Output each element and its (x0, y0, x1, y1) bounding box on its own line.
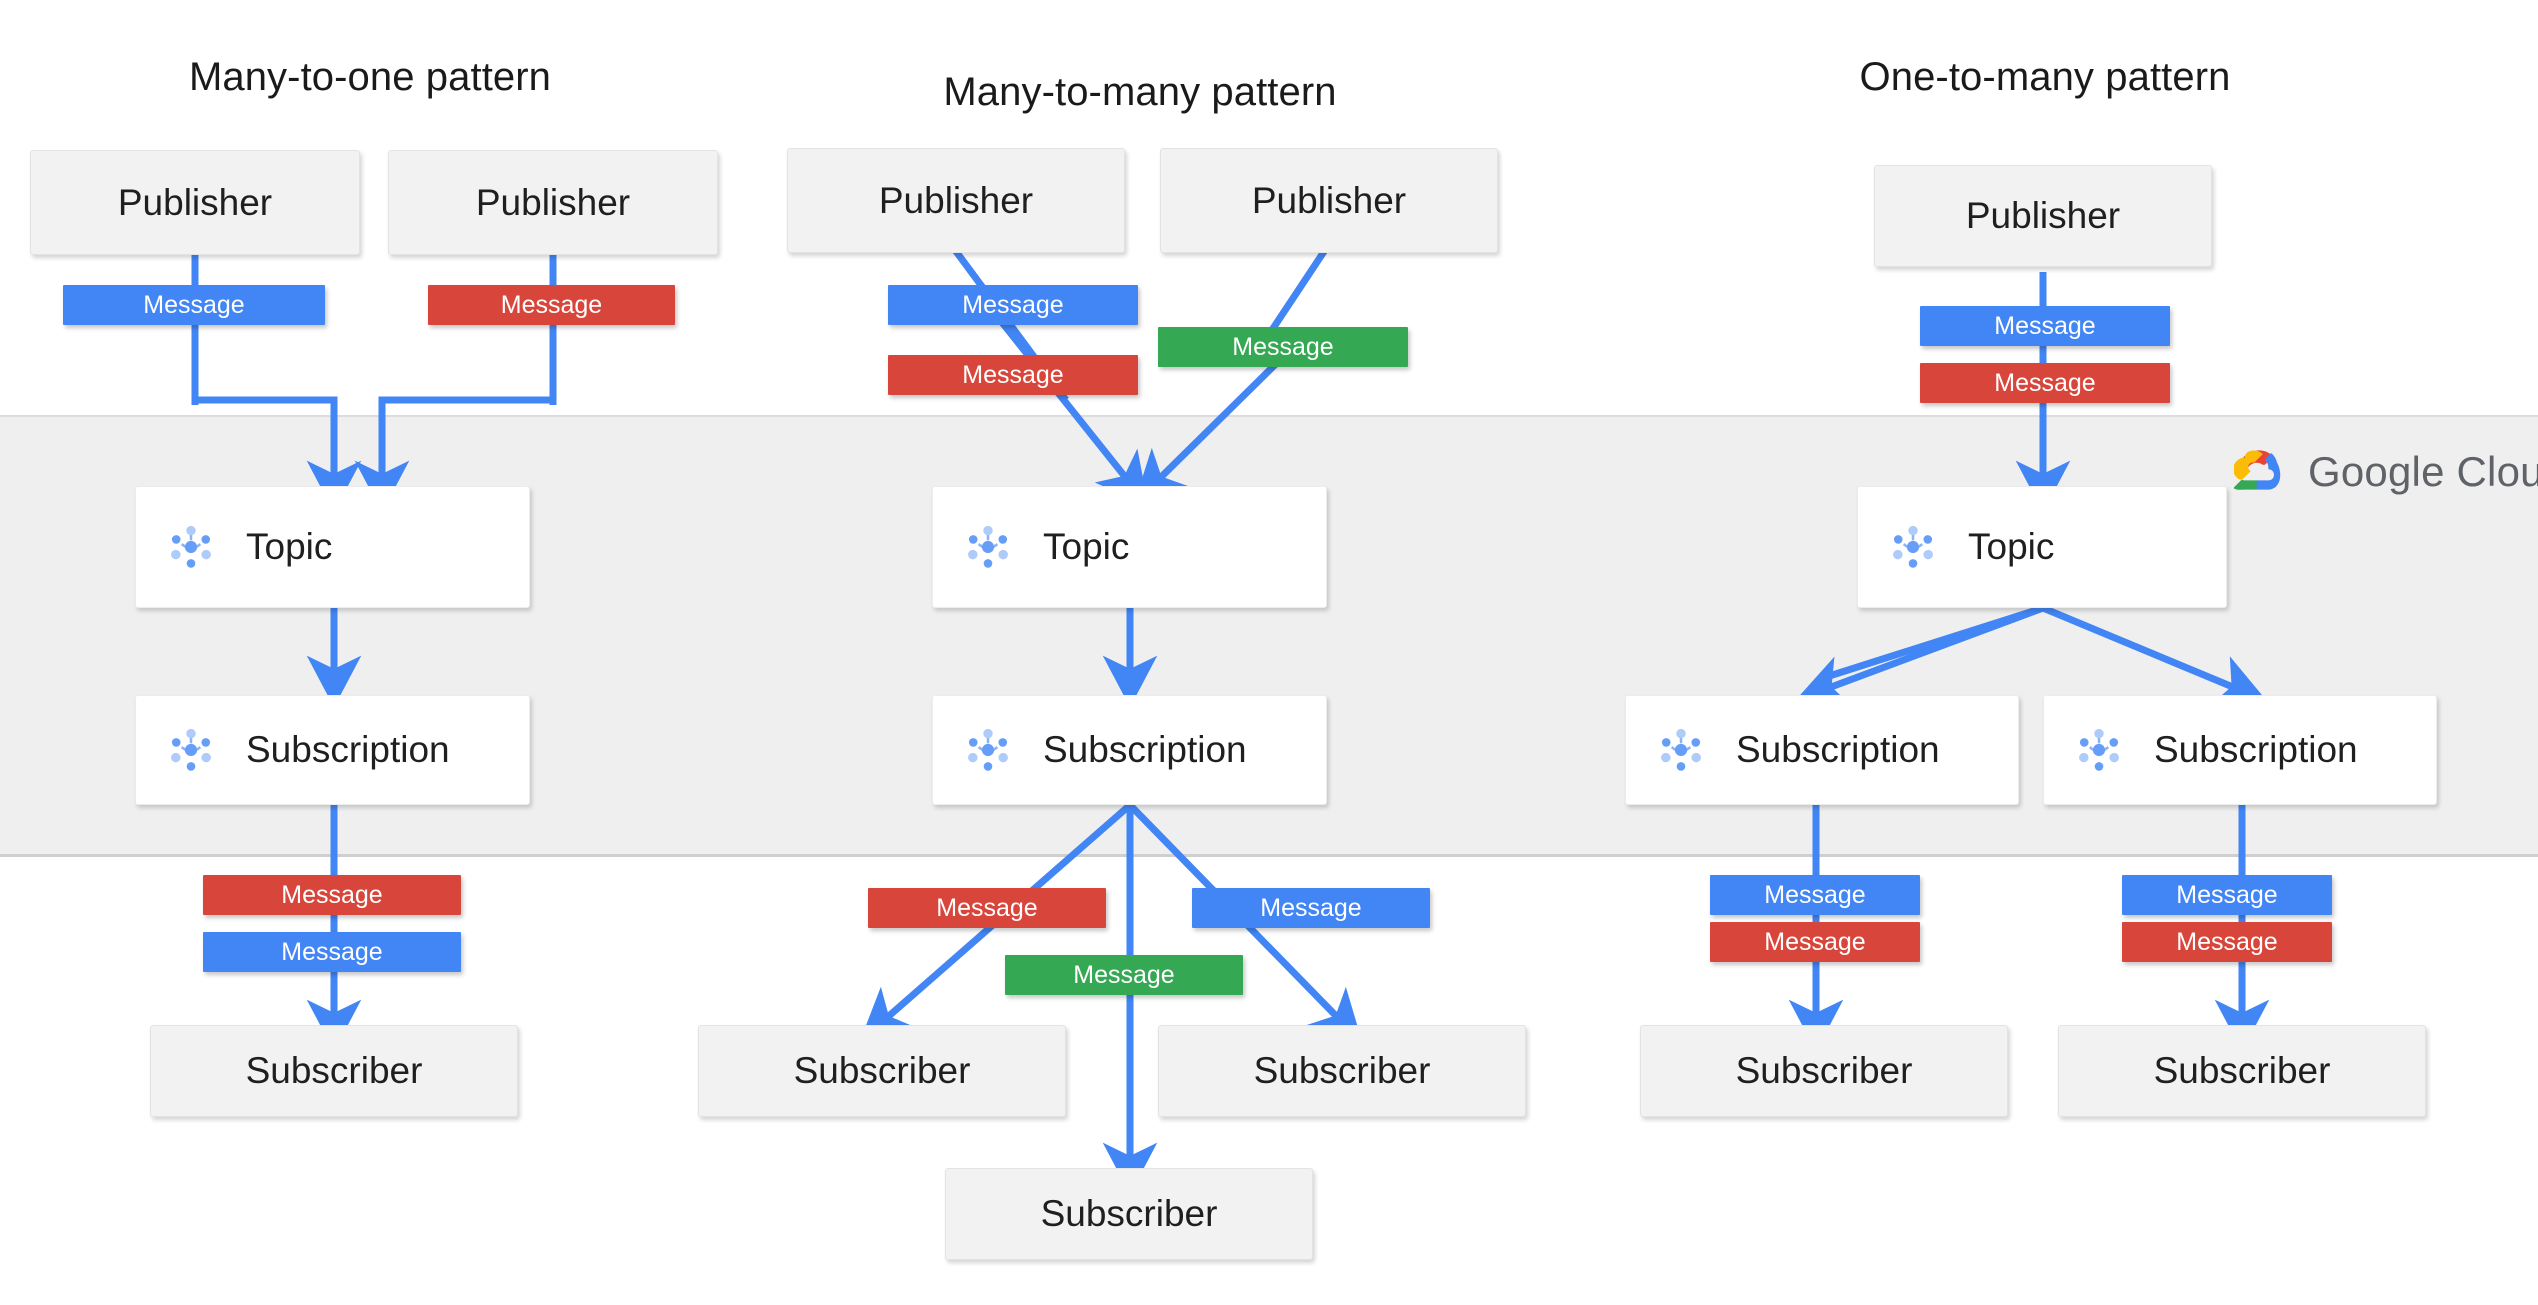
message-label: Message (1764, 927, 1866, 956)
subscriber-node[interactable]: Subscriber (945, 1168, 1313, 1260)
pubsub-topic-icon (1893, 525, 1933, 568)
message-label: Message (962, 290, 1064, 319)
subscriber-label: Subscriber (1735, 1050, 1913, 1091)
topic-node[interactable]: Topic (135, 486, 530, 608)
brand-google: Google (2308, 448, 2445, 495)
subscriber-label: Subscriber (793, 1050, 971, 1091)
message-label: Message (500, 290, 603, 319)
pattern-title-many-to-one: Many-to-one pattern (188, 55, 552, 99)
message-badge: Message (1710, 922, 1920, 962)
subscriber-label: Subscriber (245, 1050, 423, 1091)
pubsub-subscription-icon (2079, 728, 2119, 771)
message-badge: Message (888, 285, 1138, 325)
subscriber-node[interactable]: Subscriber (2058, 1025, 2426, 1117)
google-cloud-wordmark: Google Cloud (2308, 448, 2538, 496)
pubsub-subscription-icon (171, 728, 211, 771)
message-badge: Message (2122, 922, 2332, 962)
message-label: Message (1994, 368, 2096, 397)
publisher-label: Publisher (1251, 179, 1407, 221)
message-badge: Message (1920, 363, 2170, 403)
pubsub-topic-icon (171, 525, 211, 568)
message-label: Message (281, 937, 383, 966)
publisher-node[interactable]: Publisher (787, 148, 1125, 253)
publisher-node[interactable]: Publisher (1874, 165, 2212, 267)
message-label: Message (143, 290, 245, 319)
message-label: Message (1994, 311, 2096, 340)
google-cloud-logo-icon (2234, 450, 2281, 490)
edge-pub4-msg (1269, 248, 1328, 332)
subscription-node[interactable]: Subscription (1625, 695, 2019, 805)
message-badge: Message (2122, 875, 2332, 915)
subscription-node[interactable]: Subscription (932, 695, 1327, 805)
message-badge: Message (888, 355, 1138, 395)
pubsub-subscription-icon (1661, 728, 1701, 771)
subscription-label: Subscription (1736, 729, 1940, 770)
subscriber-node[interactable]: Subscriber (1640, 1025, 2008, 1117)
pubsub-topic-icon (968, 525, 1008, 568)
subscriber-node[interactable]: Subscriber (150, 1025, 518, 1117)
subscription-label: Subscription (1043, 729, 1247, 770)
message-label: Message (1073, 960, 1175, 989)
topic-label: Topic (246, 526, 333, 567)
message-label: Message (1764, 880, 1866, 909)
subscriber-label: Subscriber (1253, 1050, 1431, 1091)
message-badge: Message (63, 285, 325, 325)
message-badge: Message (1710, 875, 1920, 915)
message-badge: Message (1192, 888, 1430, 928)
subscriber-node[interactable]: Subscriber (1158, 1025, 1526, 1117)
topic-node[interactable]: Topic (1857, 486, 2227, 608)
message-label: Message (1260, 893, 1362, 922)
message-badge: Message (1920, 306, 2170, 346)
subscriber-label: Subscriber (2153, 1050, 2331, 1091)
subscription-node[interactable]: Subscription (2043, 695, 2437, 805)
message-badge: Message (428, 285, 675, 325)
message-label: Message (281, 880, 383, 909)
pubsub-subscription-icon (968, 728, 1008, 771)
pattern-title-one-to-many: One-to-many pattern (1859, 55, 2231, 99)
message-label: Message (1232, 332, 1334, 361)
subscriber-node[interactable]: Subscriber (698, 1025, 1066, 1117)
message-badge: Message (1005, 955, 1243, 995)
message-badge: Message (203, 932, 461, 972)
brand-cloud: Cloud (2456, 448, 2538, 495)
google-cloud-branding: Google Cloud (2234, 448, 2538, 496)
topic-label: Topic (1043, 526, 1130, 567)
subscription-label: Subscription (246, 729, 450, 770)
message-badge: Message (1158, 327, 1408, 367)
publisher-node[interactable]: Publisher (30, 150, 360, 255)
subscription-label: Subscription (2154, 729, 2358, 770)
publisher-label: Publisher (117, 181, 273, 223)
message-label: Message (2176, 880, 2278, 909)
topic-label: Topic (1968, 526, 2055, 567)
topic-node[interactable]: Topic (932, 486, 1327, 608)
message-label: Message (2176, 927, 2278, 956)
message-label: Message (962, 360, 1064, 389)
publisher-node[interactable]: Publisher (1160, 148, 1498, 253)
message-label: Message (936, 893, 1038, 922)
publisher-label: Publisher (878, 179, 1034, 221)
pattern-title-many-to-many: Many-to-many pattern (943, 70, 1337, 114)
publisher-label: Publisher (1965, 195, 2121, 236)
message-badge: Message (203, 875, 461, 915)
message-badge: Message (868, 888, 1106, 928)
publisher-label: Publisher (475, 181, 631, 223)
subscriber-label: Subscriber (1040, 1193, 1218, 1234)
subscription-node[interactable]: Subscription (135, 695, 530, 805)
publisher-node[interactable]: Publisher (388, 150, 718, 255)
